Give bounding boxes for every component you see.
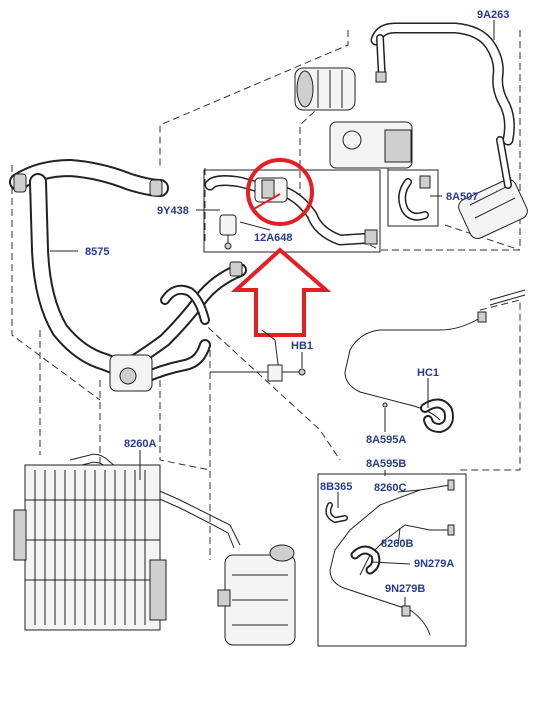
expansion-tank — [217, 544, 296, 646]
label-8a595b: 8A595B — [366, 458, 406, 470]
label-8260c: 8260C — [374, 482, 406, 494]
label-9a263: 9A263 — [477, 9, 509, 21]
box-9y438 — [203, 169, 381, 253]
box-8a507 — [387, 169, 439, 227]
pipes-8a595b — [325, 479, 455, 636]
highlight-line — [251, 193, 281, 211]
label-12a648: 12A648 — [254, 232, 293, 244]
pipe-hc1 — [344, 289, 526, 433]
highlight-circle — [246, 158, 314, 226]
bracket-hb1 — [210, 329, 306, 382]
hose-9a263 — [370, 22, 515, 146]
egr-cooler-right — [398, 136, 528, 240]
label-8260a: 8260A — [124, 438, 156, 450]
box-8a595b — [317, 473, 467, 647]
label-8a595a: 8A595A — [366, 434, 406, 446]
thermostat-housing — [109, 261, 247, 392]
label-8575: 8575 — [85, 246, 109, 258]
label-8a507: 8A507 — [446, 191, 478, 203]
label-9n279b: 9N279B — [385, 583, 425, 595]
radiator — [13, 464, 167, 631]
label-9y438: 9Y438 — [157, 205, 189, 217]
egr-cooler-upper — [294, 67, 413, 169]
label-8b365: 8B365 — [320, 481, 352, 493]
hoses-9y438 — [204, 175, 378, 250]
highlight-arrow — [230, 247, 332, 337]
label-hb1: HB1 — [291, 340, 313, 352]
label-9n279a: 9N279A — [414, 558, 454, 570]
hose-8575 — [9, 159, 169, 377]
label-8260b: 8260B — [381, 538, 413, 550]
label-hc1: HC1 — [417, 367, 439, 379]
dashed-guides — [11, 30, 521, 560]
leader-lines — [50, 20, 495, 606]
